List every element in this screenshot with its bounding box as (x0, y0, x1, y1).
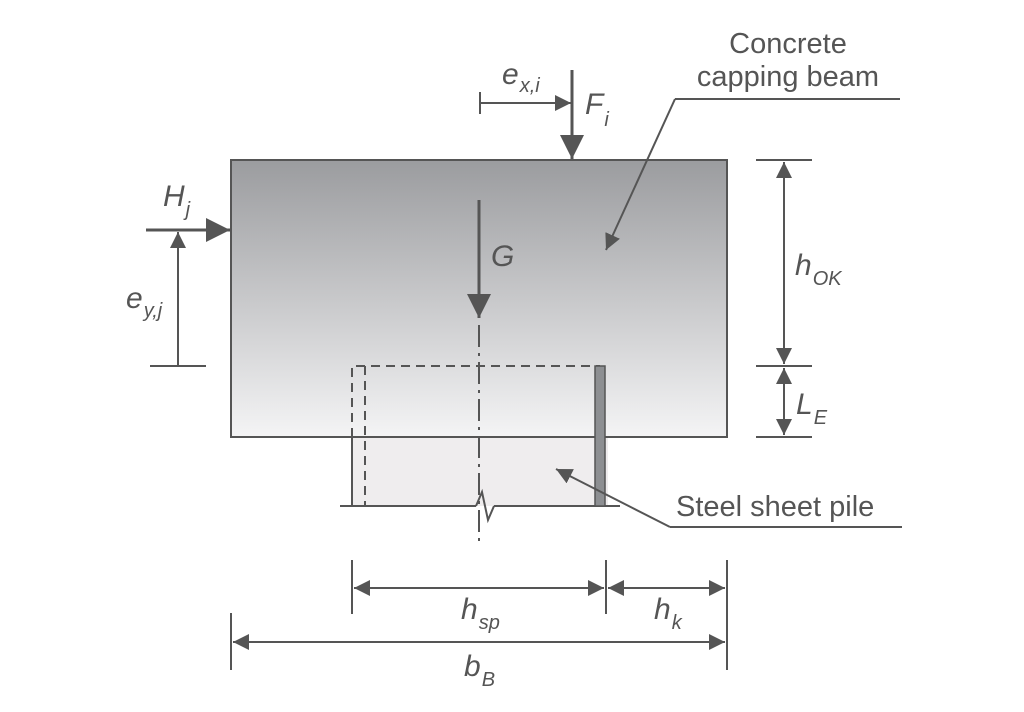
hsp-label: hsp (461, 593, 500, 634)
steel-label: Steel sheet pile (676, 491, 874, 523)
pile-break-symbol (475, 488, 495, 524)
le-label: LE (796, 388, 828, 429)
steel-leader-arrow (555, 468, 671, 528)
self-weight-label: G (491, 240, 514, 273)
concrete-label-line2: capping beam (697, 61, 879, 93)
embedded-pile-dashed-outline (351, 365, 600, 437)
hok-label: hOK (795, 249, 843, 290)
sheet-pile-wall (594, 365, 606, 507)
concrete-label-line1: Concrete (729, 28, 847, 60)
bb-label: bB (464, 650, 495, 691)
force-h-label: Hj (163, 180, 191, 221)
hk-label: hk (654, 593, 683, 634)
ex-label: ex,i (502, 58, 540, 97)
concrete-leader-arrow (605, 98, 676, 251)
force-f-label: Fi (585, 88, 609, 131)
ey-label: ey,j (126, 282, 163, 322)
